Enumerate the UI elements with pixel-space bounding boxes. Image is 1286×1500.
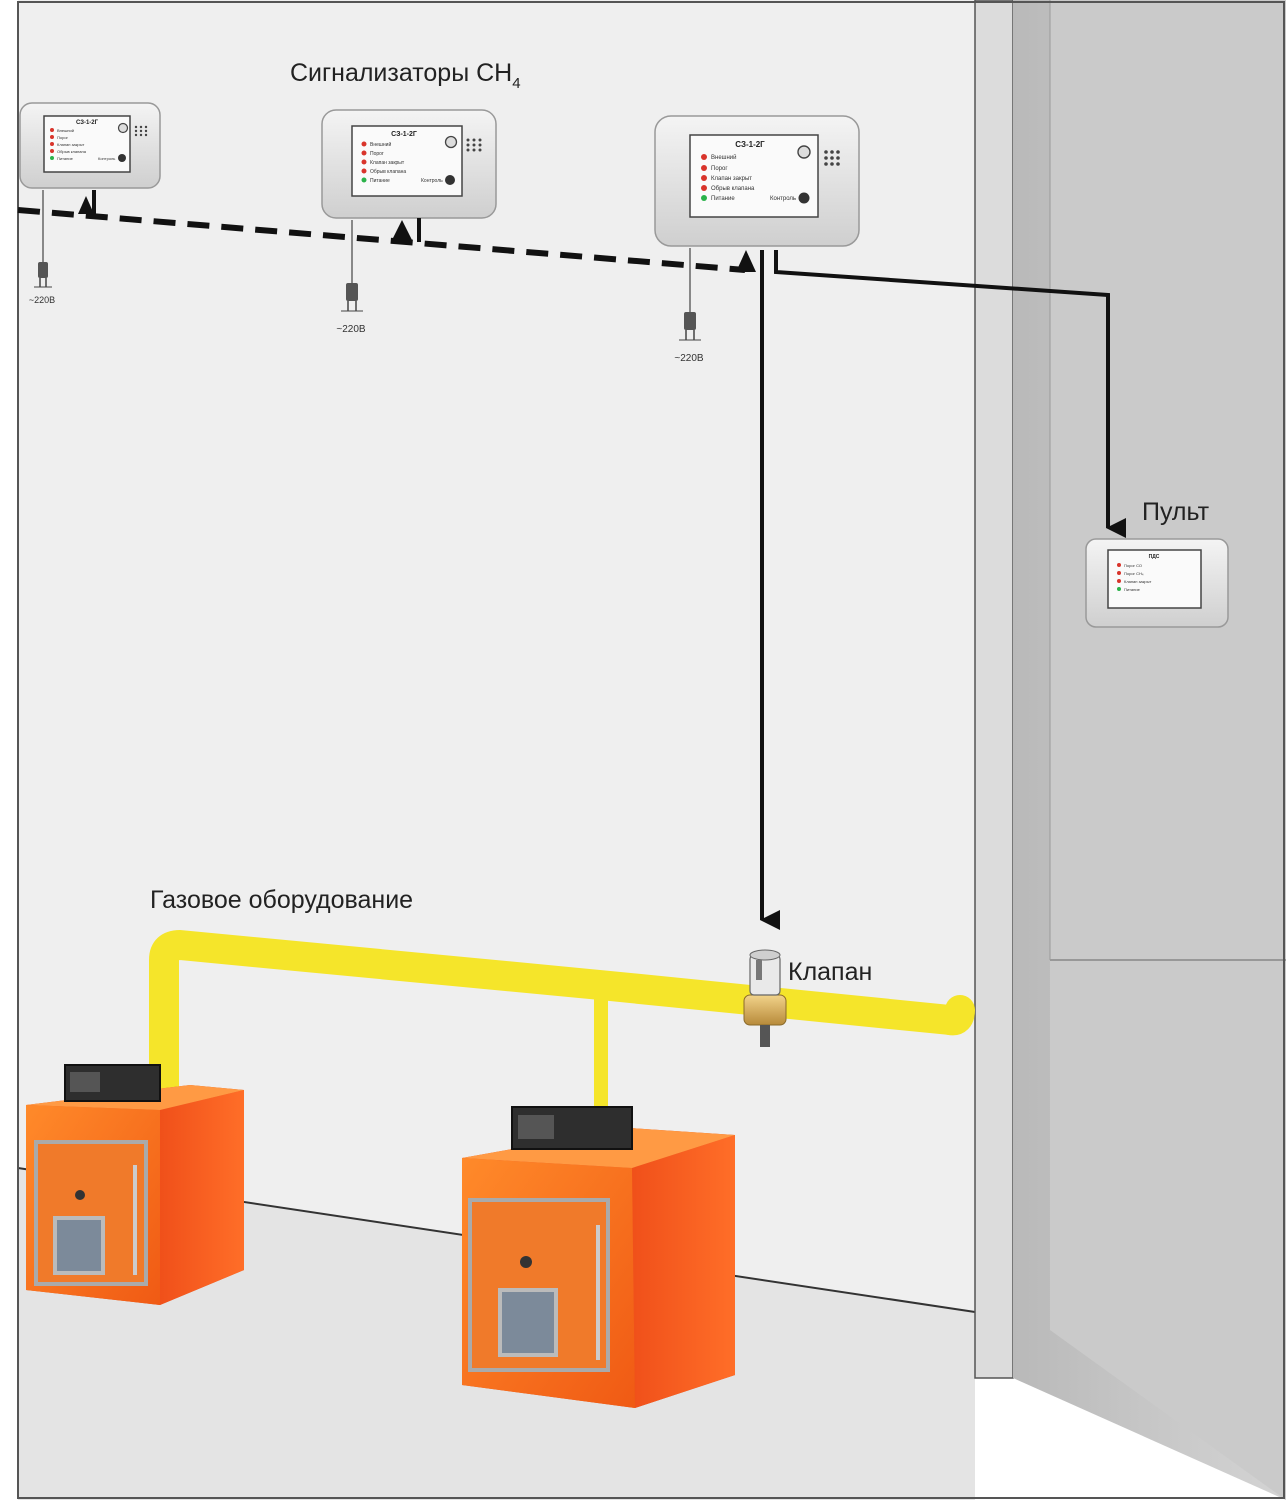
sensor-3-model: СЗ-1-2Г [735, 140, 765, 149]
sensor-1-ind-2: Клапан закрыт [57, 142, 85, 147]
boiler-knob-icon [520, 1256, 532, 1268]
column-edge [974, 0, 1014, 1379]
sensor-device-3: СЗ-1-2Г Внешний Порог Клапан закрыт Обры… [654, 115, 860, 364]
sensors-title: Сигнализаторы CH4 [290, 59, 521, 92]
control-button-icon [445, 175, 455, 185]
sensor-1-control: Контроль [98, 156, 115, 161]
gas-pipe-end [935, 995, 975, 1036]
sensor-2-indicators: Внешний Порог Клапан закрыт Обрыв клапан… [361, 141, 406, 184]
speaker-holes-icon [134, 125, 148, 137]
panel-ind-1: Порог CH₄ [1124, 571, 1144, 576]
sensor-2-model: СЗ-1-2Г [391, 131, 417, 138]
sensor-device-2: СЗ-1-2Г Внешний Порог Клапан закрыт Обры… [321, 109, 497, 335]
sensor-device-1: СЗ-1-2Г Внешний Порог Клапан закрыт Обры… [19, 102, 161, 305]
sensor-3-ind-4: Питание [711, 196, 735, 202]
power-plug-icon [341, 283, 363, 312]
led-red [361, 159, 367, 165]
sensor-grille-icon [797, 145, 811, 159]
sensor-2-ind-4: Питание [370, 178, 390, 184]
sensors-title-text: Сигнализаторы CH [290, 59, 512, 87]
sensor-grille-icon [117, 122, 129, 134]
sensor-1-ind-0: Внешний [57, 128, 74, 133]
led-red [361, 141, 367, 147]
sensor-1-ind-4: Питание [57, 156, 74, 161]
sensor-bus-cable [17, 207, 746, 273]
control-panel-device: Пульт ПДС Порог СО Порог CH₄ Клапан закр… [1085, 498, 1229, 628]
panel-cable [774, 250, 1126, 538]
sensors-title-subscript: 4 [512, 75, 520, 92]
gas-equipment-label: Газовое оборудование [150, 886, 413, 914]
sensor-3-ind-0: Внешний [711, 154, 736, 161]
led-red [701, 154, 707, 160]
led-red [1117, 563, 1121, 567]
sensor-3-voltage: ~220В [674, 353, 704, 364]
frame [17, 1, 1285, 1499]
boiler-2 [462, 1106, 735, 1408]
sensor-grille-icon [444, 135, 458, 149]
power-plug-icon [679, 312, 701, 341]
panel-label: Пульт [1142, 498, 1210, 526]
solenoid-valve: Клапан [743, 949, 872, 1047]
column-inner [1050, 0, 1286, 1500]
bus-arrow-up-icon [78, 196, 94, 214]
led-green [701, 195, 707, 201]
sensor-3-ind-3: Обрыв клапана [711, 186, 755, 192]
valve-label: Клапан [788, 958, 872, 986]
led-red [1117, 579, 1121, 583]
led-green [50, 156, 54, 160]
gas-pipe-main [149, 930, 952, 1095]
panel-model: ПДС [1149, 554, 1160, 560]
bus-arrow-up-icon [736, 250, 756, 272]
sensor-2-ind-3: Обрыв клапана [370, 169, 406, 175]
sensor-1-indicators: Внешний Порог Клапан закрыт Обрыв клапан… [50, 128, 87, 161]
power-plug-icon [34, 262, 52, 288]
bus-arrow-up-icon [392, 220, 412, 240]
speaker-holes-icon [824, 150, 840, 166]
panel-ind-0: Порог СО [1124, 563, 1142, 568]
panel-ind-2: Клапан закрыт [1124, 579, 1152, 584]
led-green [361, 177, 367, 183]
led-red [361, 168, 367, 174]
boiler-knob-icon [75, 1190, 85, 1200]
sensor-3-control: Контроль [770, 196, 796, 202]
led-red [701, 175, 707, 181]
speaker-holes-icon [466, 138, 482, 152]
led-red [50, 149, 54, 153]
sensor-2-voltage: ~220В [336, 324, 366, 335]
control-button-icon [798, 192, 810, 204]
sensor-3-ind-2: Клапан закрыт [711, 176, 752, 182]
led-red [1117, 571, 1121, 575]
led-green [1117, 587, 1121, 591]
led-red [701, 185, 707, 191]
sensor-2-ind-1: Порог [370, 151, 384, 157]
control-button-icon [118, 154, 126, 162]
sensor-3-indicators: Внешний Порог Клапан закрыт Обрыв клапан… [701, 154, 755, 202]
sensor-1-ind-3: Обрыв клапана [57, 149, 87, 154]
led-red [701, 165, 707, 171]
boiler-1 [26, 1064, 244, 1305]
sensor-1-voltage: ~220В [29, 295, 55, 305]
panel-ind-3: Питание [1124, 587, 1141, 592]
sensor-1-ind-1: Порог [57, 135, 69, 140]
sensor-2-ind-2: Клапан закрыт [370, 160, 405, 166]
sensor-1-model: СЗ-1-2Г [76, 120, 99, 126]
sensor-2-control: Контроль [421, 178, 443, 184]
led-red [50, 135, 54, 139]
sensor-3-ind-1: Порог [711, 166, 728, 172]
led-red [361, 150, 367, 156]
led-red [50, 142, 54, 146]
led-red [50, 128, 54, 132]
sensor-2-ind-0: Внешний [370, 141, 391, 148]
